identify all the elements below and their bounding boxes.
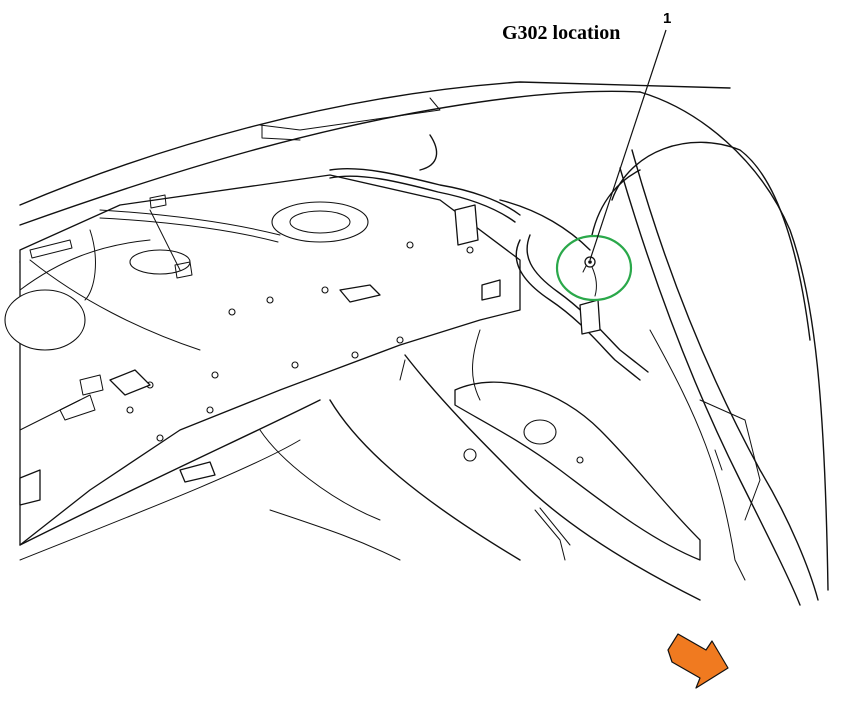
ground-terminal-icon [582,256,597,297]
callout-number: 1 [663,10,672,27]
diagram-title: G302 location [502,22,621,44]
highlight-circle [555,234,633,302]
wiring-harness [19,134,649,431]
callout-leader-line [589,29,667,261]
trunk-floor [19,329,701,601]
forward-arrow-icon [667,633,729,689]
parcel-shelf [4,174,521,546]
